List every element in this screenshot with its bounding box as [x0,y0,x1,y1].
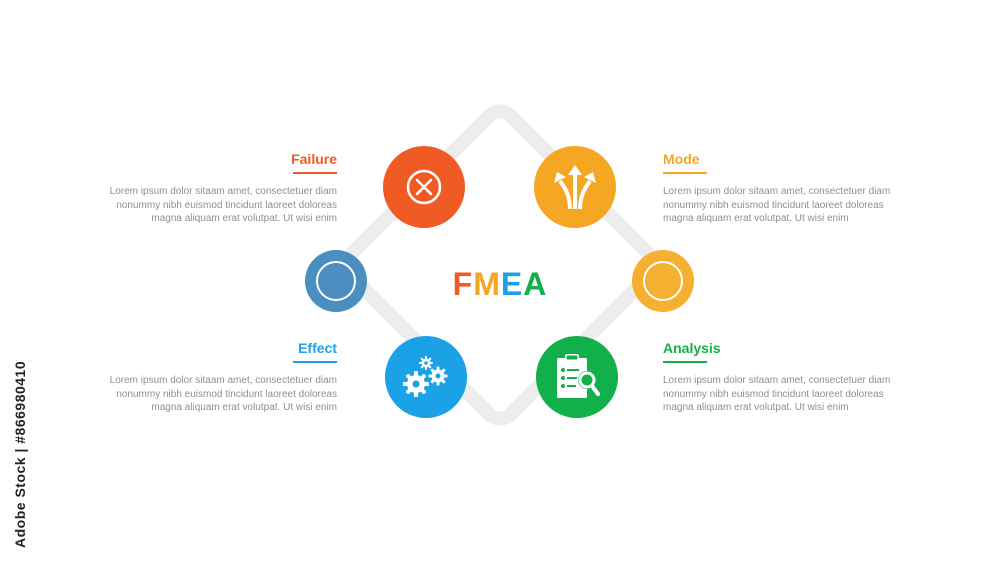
mode-block: Mode Lorem ipsum dolor sitaam amet, cons… [663,150,903,226]
clipboard-search-icon [557,354,600,398]
mode-underline [663,172,707,174]
failure-description: Lorem ipsum dolor sitaam amet, consectet… [109,186,337,224]
center-title: FMEA [400,264,600,304]
gears-icon [403,356,448,397]
failure-block: Failure Lorem ipsum dolor sitaam amet, c… [97,150,337,226]
failure-circle [383,146,465,228]
left-ring-circle [305,250,367,312]
analysis-circle [536,336,618,418]
failure-underline [293,172,337,174]
title-letter-a: A [523,266,548,302]
mode-title: Mode [663,151,700,167]
title-letter-e: E [500,266,524,302]
x-circle-icon [406,169,442,205]
effect-underline [293,361,337,363]
right-ring-circle [632,250,694,312]
analysis-title: Analysis [663,340,721,356]
ring-outline [316,261,356,301]
effect-circle [385,336,467,418]
title-letter-f: F [452,266,474,302]
failure-title: Failure [291,151,337,167]
mode-circle [534,146,616,228]
analysis-underline [663,361,707,363]
effect-block: Effect Lorem ipsum dolor sitaam amet, co… [97,339,337,415]
analysis-block: Analysis Lorem ipsum dolor sitaam amet, … [663,339,903,415]
mode-description: Lorem ipsum dolor sitaam amet, consectet… [663,186,891,224]
side-credit: Adobe Stock | #866980410 [12,360,28,548]
title-letter-m: M [473,266,501,302]
analysis-description: Lorem ipsum dolor sitaam amet, consectet… [663,375,891,413]
effect-title: Effect [298,340,337,356]
effect-description: Lorem ipsum dolor sitaam amet, consectet… [109,375,337,413]
diverging-arrows-icon [554,165,596,210]
ring-outline [643,261,683,301]
